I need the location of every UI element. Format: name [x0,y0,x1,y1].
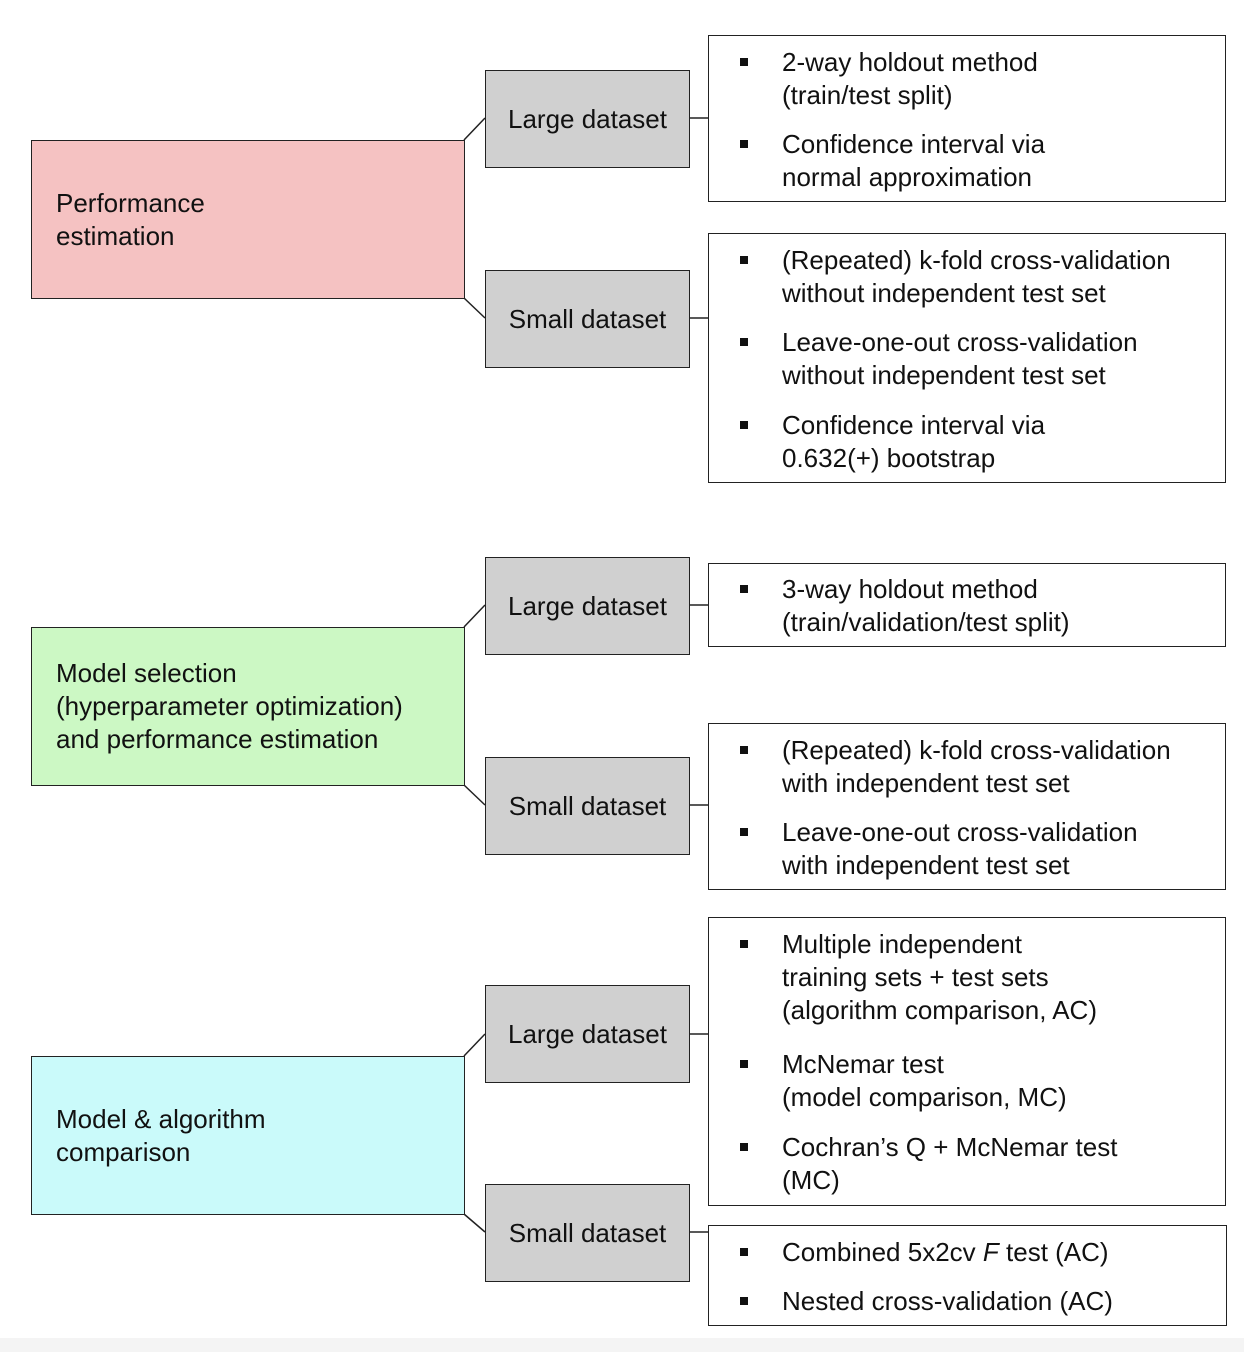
small-dataset-box: Small dataset [485,270,690,368]
method-text: Nested cross-validation (AC) [782,1286,1113,1316]
method-text: Confidence interval via [782,129,1046,159]
method-item: Leave-one-out cross-validation with inde… [709,816,1219,882]
category-line: Performance [56,187,205,218]
method-item: Confidence interval via normal approxima… [709,128,1219,194]
category-line: (hyperparameter optimization) [56,691,403,721]
bullet-icon [740,256,748,264]
category-model-algorithm-comparison: Model & algorithm comparison [31,1056,465,1215]
method-text: (train/test split) [782,80,953,110]
method-list-model-selection-small: (Repeated) k-fold cross-validation with … [708,723,1226,890]
bullet-icon [740,140,748,148]
bullet-icon [740,1060,748,1068]
category-label: Performance estimation [56,187,205,253]
bullet-icon [740,58,748,66]
category-line: Model selection [56,658,237,688]
connector-g3-small [463,1213,486,1233]
bullet-icon [740,1143,748,1151]
bullet-icon [740,746,748,754]
method-text: without independent test set [782,278,1106,308]
dataset-label: Small dataset [508,303,667,334]
method-text: Leave-one-out cross-validation [782,327,1138,357]
large-dataset-box: Large dataset [485,985,690,1083]
method-text: 3-way holdout method [782,574,1038,604]
method-text: Cochran’s Q + McNemar test [782,1132,1118,1162]
dataset-label: Small dataset [508,1217,667,1248]
dataset-label: Small dataset [508,790,667,821]
bullet-icon [740,338,748,346]
large-dataset-box: Large dataset [485,557,690,655]
method-text: Leave-one-out cross-validation [782,817,1138,847]
method-item: Combined 5x2cv F test (AC) [709,1236,1220,1269]
category-label: Model selection (hyperparameter optimiza… [56,657,403,756]
bullet-icon [740,940,748,948]
method-text: 2-way holdout method [782,47,1038,77]
connector-g1-large [463,117,486,141]
small-dataset-box: Small dataset [485,1184,690,1282]
method-text: 0.632(+) bootstrap [782,443,996,473]
method-text: normal approximation [782,162,1033,192]
method-item: Leave-one-out cross-validation without i… [709,326,1219,392]
method-list-model-selection-large: 3-way holdout method (train/validation/t… [708,563,1226,647]
method-text: (algorithm comparison, AC) [782,995,1097,1025]
method-item: Confidence interval via 0.632(+) bootstr… [709,409,1219,475]
category-performance-estimation: Performance estimation [31,140,465,299]
method-item: Cochran’s Q + McNemar test (MC) [709,1131,1219,1197]
method-text: Multiple independent [782,929,1022,959]
connector-g1-small [463,297,486,319]
category-line: Model & algorithm [56,1103,266,1134]
dataset-label: Large dataset [507,103,667,134]
dataset-label: Large dataset [507,1018,667,1049]
method-item: Nested cross-validation (AC) [709,1285,1220,1318]
bullet-icon [740,585,748,593]
connector-g3-large [463,1033,486,1057]
category-line: comparison [56,1136,191,1167]
method-list-comparison-small: Combined 5x2cv F test (AC) Nested cross-… [708,1225,1227,1326]
method-text: with independent test set [782,768,1070,798]
method-text: (Repeated) k-fold cross-validation [782,245,1171,275]
dataset-label: Large dataset [507,590,667,621]
method-text: McNemar test [782,1049,944,1079]
connector-g2-small [463,784,486,806]
method-text: Combined 5x2cv F test (AC) [782,1237,1109,1267]
bullet-icon [740,1297,748,1305]
method-item: 3-way holdout method (train/validation/t… [709,573,1219,639]
category-label: Model & algorithm comparison [56,1103,266,1169]
category-model-selection: Model selection (hyperparameter optimiza… [31,627,465,786]
method-item: 2-way holdout method (train/test split) [709,46,1219,112]
method-text: Confidence interval via [782,410,1046,440]
method-text: (train/validation/test split) [782,607,1070,637]
method-text: without independent test set [782,360,1106,390]
large-dataset-box: Large dataset [485,70,690,168]
bullet-icon [740,1248,748,1256]
method-item: (Repeated) k-fold cross-validation with … [709,734,1219,800]
method-list-comparison-large: Multiple independent training sets + tes… [708,917,1226,1206]
method-text: (MC) [782,1165,840,1195]
bottom-band [0,1338,1244,1352]
connector-g2-large [463,604,486,628]
bullet-icon [740,421,748,429]
method-text: with independent test set [782,850,1070,880]
method-item: (Repeated) k-fold cross-validation witho… [709,244,1219,310]
method-text: (Repeated) k-fold cross-validation [782,735,1171,765]
category-line: estimation [56,220,175,251]
method-list-performance-small: (Repeated) k-fold cross-validation witho… [708,233,1226,483]
bullet-icon [740,828,748,836]
small-dataset-box: Small dataset [485,757,690,855]
method-list-performance-large: 2-way holdout method (train/test split) … [708,35,1226,202]
method-text: training sets + test sets [782,962,1049,992]
method-item: McNemar test (model comparison, MC) [709,1048,1219,1114]
category-line: and performance estimation [56,724,379,754]
method-item: Multiple independent training sets + tes… [709,928,1219,1027]
method-text: (model comparison, MC) [782,1082,1067,1112]
